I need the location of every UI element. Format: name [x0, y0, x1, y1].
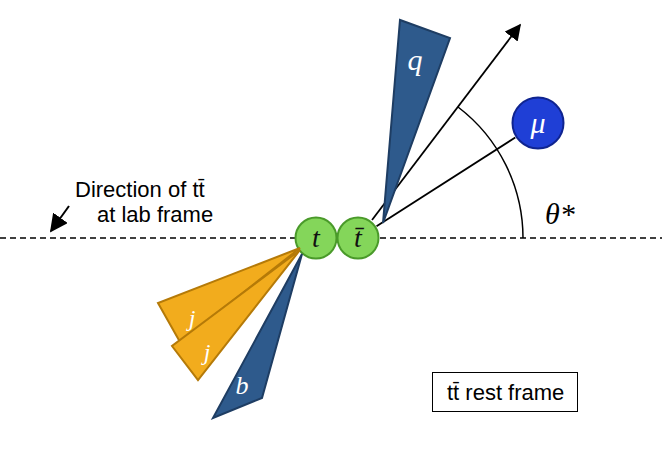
quark-jet-cone: q: [378, 18, 453, 228]
annotation-text: Direction of tt̄: [75, 177, 205, 203]
particle-symbol: q: [408, 43, 423, 77]
b-jet-cone: b: [210, 250, 306, 422]
lab-direction-arrow: [51, 206, 69, 231]
particle-symbol: t̄: [336, 216, 380, 260]
antitop-quark-circle: t̄: [336, 216, 380, 260]
particle-symbol: b: [236, 371, 249, 401]
particle-symbol: t: [294, 216, 338, 260]
particle-symbol: j: [189, 305, 196, 332]
angle-label: θ*: [545, 197, 575, 231]
box-text: tt̄ rest frame: [447, 380, 577, 406]
particle-symbol: μ: [511, 96, 565, 150]
annotation-text: at lab frame: [97, 202, 213, 228]
top-quark-circle: t: [294, 216, 338, 260]
frame-label-box: tt̄ rest frame: [432, 372, 578, 412]
cone-shape: [210, 250, 306, 422]
particle-symbol: j: [204, 339, 211, 366]
muon-circle: μ: [511, 96, 565, 150]
